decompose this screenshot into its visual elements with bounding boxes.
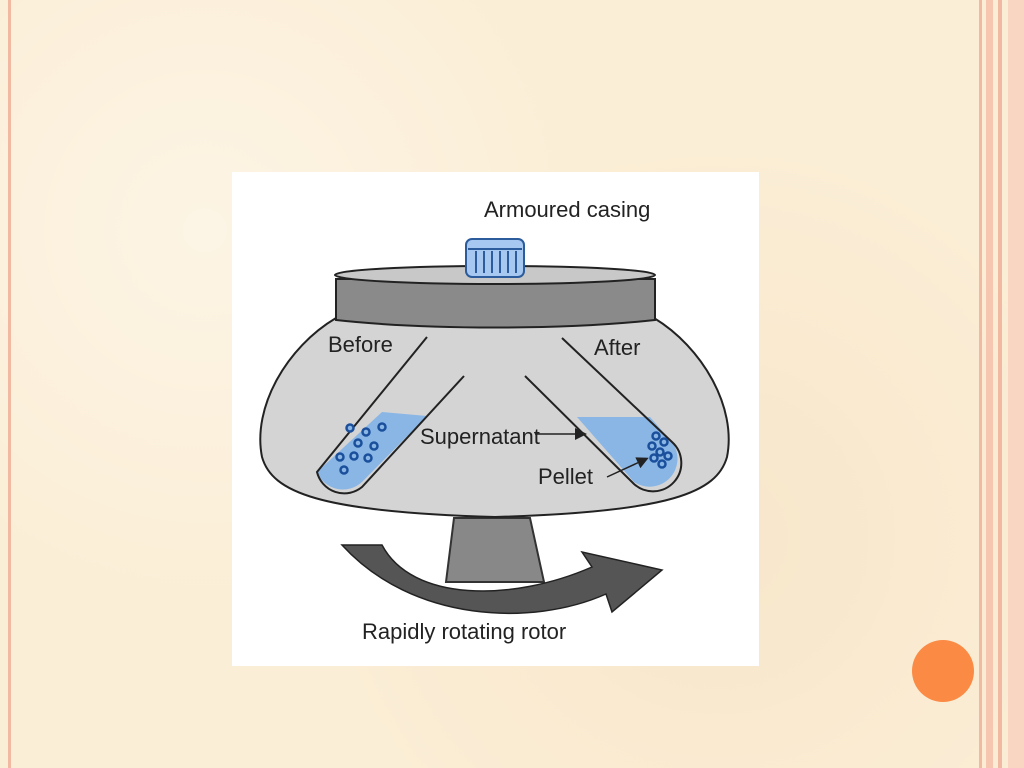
orange-accent-dot	[912, 640, 974, 702]
label-after: After	[594, 335, 640, 360]
label-supernatant: Supernatant	[420, 424, 540, 449]
rotor-stand	[444, 517, 546, 583]
right-border-strip	[1008, 0, 1024, 768]
pellet-leader	[606, 457, 649, 478]
centrifuge-diagram: Armoured casing Before After Supernatant…	[232, 172, 759, 666]
right-border-line	[998, 0, 1002, 768]
label-rotor: Rapidly rotating rotor	[362, 619, 566, 644]
centrifuge-svg: Armoured casing Before After Supernatant…	[259, 197, 730, 644]
pellet-particles	[647, 431, 673, 469]
tube-before	[315, 336, 465, 495]
label-before: Before	[328, 332, 393, 357]
right-border-line	[979, 0, 982, 768]
label-pellet: Pellet	[538, 464, 593, 489]
suspended-particles	[335, 422, 387, 475]
rotation-arrow	[340, 544, 664, 615]
cap-grip-lines	[468, 248, 522, 273]
rotor-body	[259, 317, 730, 519]
label-armoured-casing: Armoured casing	[484, 197, 650, 222]
left-border-line	[8, 0, 11, 768]
lid-side	[335, 278, 656, 329]
right-border-line	[986, 0, 993, 768]
tube-after	[524, 337, 683, 493]
